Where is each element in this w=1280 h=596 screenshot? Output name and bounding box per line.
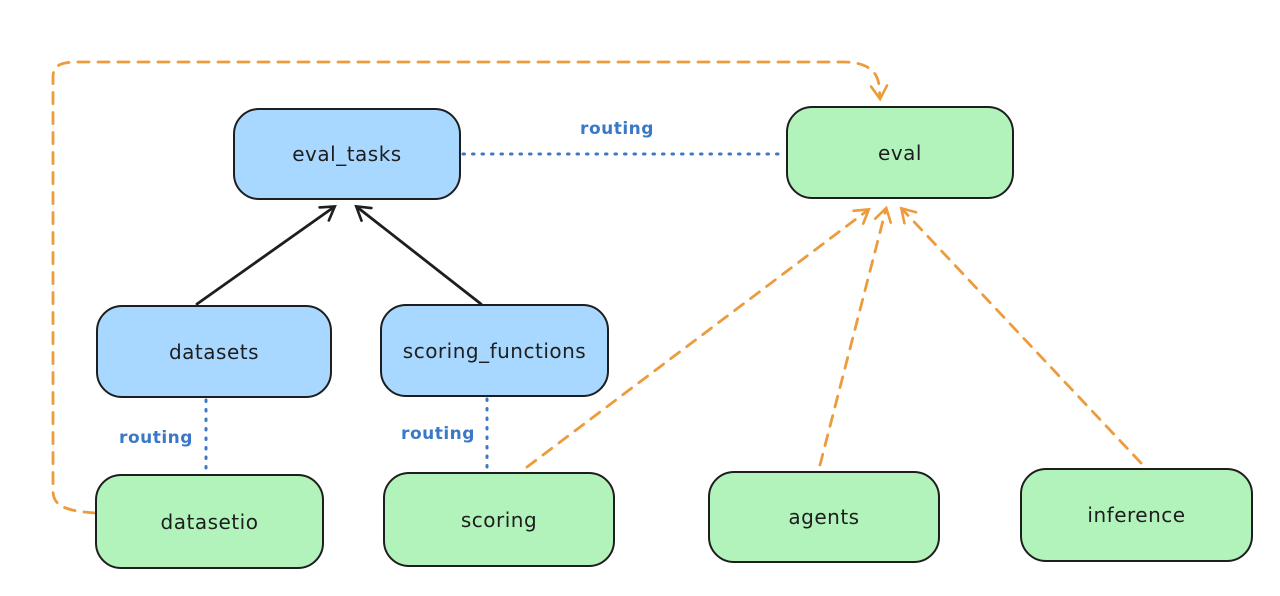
node-agents: agents — [708, 471, 940, 563]
edge-label-routing-datasets-datasetio: routing — [119, 428, 193, 448]
node-scoring-functions-label: scoring_functions — [402, 338, 587, 363]
node-eval-tasks: eval_tasks — [233, 108, 461, 200]
node-scoring-functions: scoring_functions — [380, 304, 609, 397]
node-datasets: datasets — [96, 305, 332, 398]
edge-datasetio-to-eval — [51, 60, 889, 515]
node-inference-label: inference — [1087, 503, 1186, 527]
edge-datasets-to-eval-tasks — [195, 204, 337, 306]
node-scoring: scoring — [383, 472, 615, 567]
node-inference: inference — [1020, 468, 1253, 562]
node-agents-label: agents — [788, 505, 860, 529]
node-datasets-label: datasets — [168, 339, 260, 364]
node-eval-tasks-label: eval_tasks — [292, 142, 402, 166]
node-eval-label: eval — [878, 140, 922, 165]
node-datasetio: datasetio — [95, 474, 324, 569]
edge-scoring-to-eval — [525, 207, 871, 469]
node-eval: eval — [786, 106, 1014, 199]
edge-label-routing-scoring-functions-scoring: routing — [401, 424, 475, 444]
edge-agents-to-eval — [818, 205, 893, 467]
edge-label-routing-eval-tasks-eval: routing — [580, 119, 654, 139]
edge-scoring-functions-to-eval-tasks — [354, 204, 483, 306]
node-scoring-label: scoring — [460, 507, 538, 532]
edge-inference-to-eval — [899, 206, 1143, 465]
node-datasetio-label: datasetio — [160, 509, 259, 534]
